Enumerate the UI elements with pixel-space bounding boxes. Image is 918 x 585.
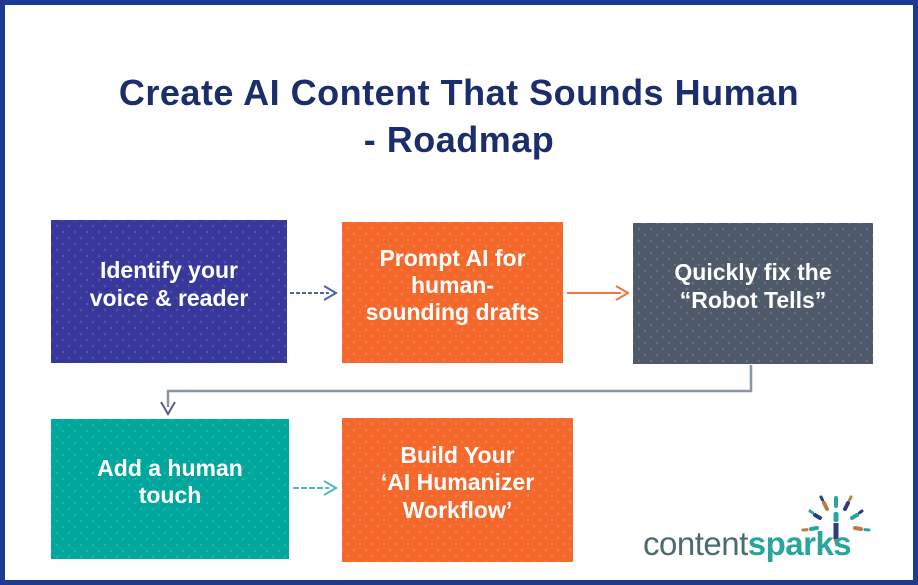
step-label: Identify your voice & reader <box>89 257 249 311</box>
step-label: Build Your ‘AI Humanizer Workflow’ <box>380 442 535 523</box>
step-add-human-touch: Add a human touch <box>51 419 289 559</box>
logo-content-text: content <box>643 525 748 562</box>
step-fix-robot-tells: Quickly fix the “Robot Tells” <box>633 223 873 364</box>
arrow-step1-step2-icon <box>290 285 338 301</box>
page-title-line2: - Roadmap <box>363 119 555 160</box>
step-prompt-ai: Prompt AI for human- sounding drafts <box>342 222 563 363</box>
arrow-step3-step4-icon <box>160 365 753 416</box>
contentsparks-logo: contentsparks <box>643 495 899 567</box>
arrow-step4-step5-icon <box>293 480 338 496</box>
page-title: Create AI Content That Sounds Human - Ro… <box>5 69 913 163</box>
step-label: Prompt AI for human- sounding drafts <box>365 244 540 326</box>
logo-sparks-text: sparks <box>747 525 852 562</box>
pencil-icon <box>833 512 839 547</box>
step-label: Quickly fix the “Robot Tells” <box>674 259 832 313</box>
step-build-workflow: Build Your ‘AI Humanizer Workflow’ <box>342 418 573 562</box>
step-identify-voice: Identify your voice & reader <box>51 220 287 363</box>
arrow-step2-step3-icon <box>567 285 630 301</box>
sparks-burst-icon <box>801 495 871 547</box>
logo-wordmark: contentsparks <box>643 525 852 563</box>
page-title-line1: Create AI Content That Sounds Human <box>118 72 800 113</box>
step-label: Add a human touch <box>97 454 243 508</box>
